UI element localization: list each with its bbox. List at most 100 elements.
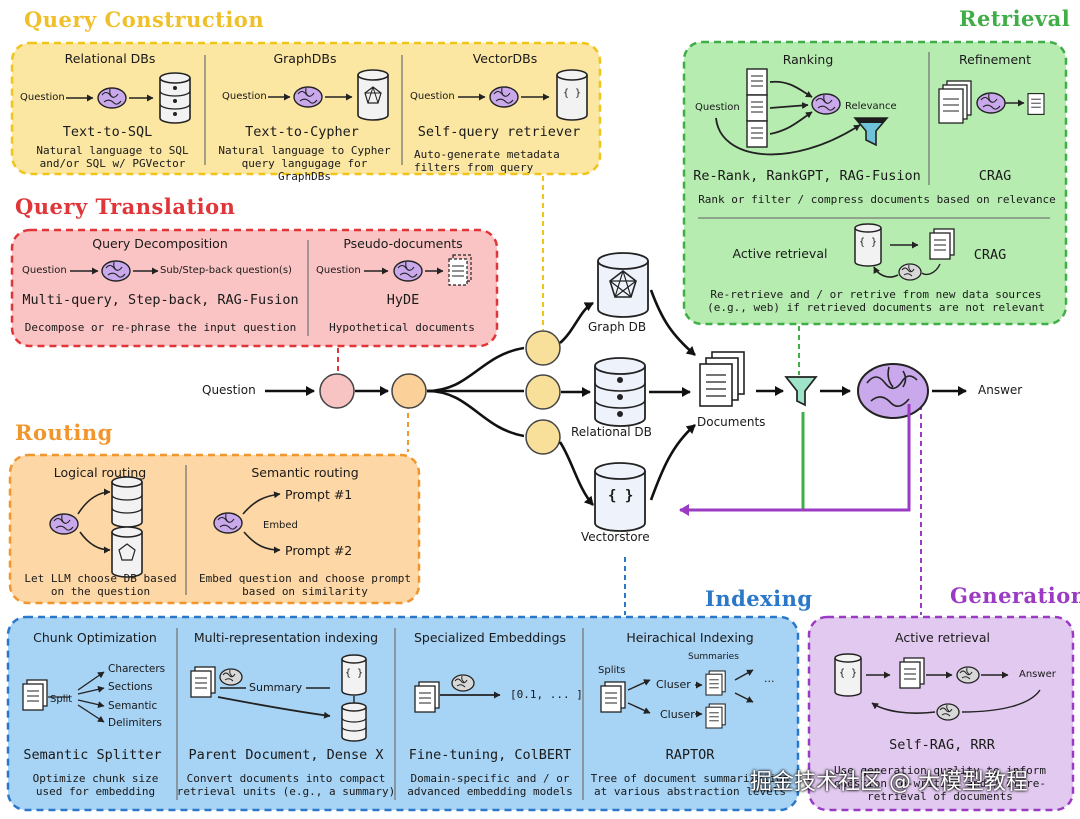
pseudo-desc: Hypothetical documents <box>329 321 475 334</box>
semantic-splitter-label: Semantic Splitter <box>23 747 162 763</box>
logical-routing-heading: Logical routing <box>53 465 147 480</box>
split-label: Split <box>50 694 73 705</box>
summary-store-symbol: { } <box>345 668 364 679</box>
multi-representation-heading: Multi-representation indexing <box>193 630 379 645</box>
generation-answer-label: Answer <box>1019 669 1056 680</box>
cluster-1-label: Cluser <box>656 678 691 691</box>
special-desc: Domain-specific and / or advanced embedd… <box>407 772 573 798</box>
graphdbs-heading: GraphDBs <box>273 51 337 66</box>
indexing-title: Indexing <box>705 586 813 611</box>
chunk-optimization-heading: Chunk Optimization <box>33 630 157 645</box>
relevance-label: Relevance <box>845 101 897 112</box>
indexing-box <box>6 615 800 812</box>
summaries-label: Summaries <box>688 652 739 662</box>
relational-question-label: Question <box>20 92 65 103</box>
generation-db-icon <box>834 653 862 697</box>
vectorstore-label: Vectorstore <box>581 530 650 544</box>
relevance-filter-icon <box>853 117 889 147</box>
active-crag-label: CRAG <box>973 247 1007 263</box>
graph-question-label: Question <box>222 91 267 102</box>
hier-ellipsis: ... <box>764 672 775 685</box>
refinement-crag-label: CRAG <box>978 168 1012 184</box>
chunk-item-delimiters: Delimiters <box>108 717 162 729</box>
graph-db-icon <box>597 252 649 318</box>
sql-db-icon <box>159 72 191 124</box>
chunk-item-sections: Sections <box>108 681 153 693</box>
raptor-label: RAPTOR <box>665 747 715 763</box>
generation-title: Generation <box>950 583 1080 608</box>
pseudo-question-label: Question <box>316 265 361 276</box>
generation-active-heading: Active retrieval <box>895 630 990 645</box>
construction-node-vector <box>525 419 561 455</box>
query-decomposition-heading: Query Decomposition <box>92 236 228 251</box>
vectordbs-heading: VectorDBs <box>472 51 538 66</box>
documents-icon <box>699 351 745 407</box>
routing-node <box>391 373 427 409</box>
generation-desc: Use generation quality to inform questio… <box>834 764 1046 803</box>
parent-document-label: Parent Document, Dense X <box>188 747 384 763</box>
translation-node <box>319 373 355 409</box>
filter-icon <box>784 376 818 407</box>
documents-label: Documents <box>697 415 766 429</box>
sub-question-label: Sub/Step-back question(s) <box>160 265 292 276</box>
hyde-label: HyDE <box>386 292 420 308</box>
self-rag-label: Self-RAG, RRR <box>889 737 995 753</box>
query-translation-title: Query Translation <box>15 194 236 219</box>
decomp-question-label: Question <box>22 265 67 276</box>
vectorstore-symbol: { } <box>608 488 634 504</box>
summary-store-icon <box>341 654 367 696</box>
retrieval-shared-desc: Rank or filter / compress documents base… <box>698 193 1056 206</box>
relational-dbs-heading: Relational DBs <box>64 51 156 66</box>
specialized-embeddings-heading: Specialized Embeddings <box>413 630 567 645</box>
self-query-desc: Auto-generate metadata filters from quer… <box>414 148 560 174</box>
query-construction-box <box>10 41 602 176</box>
splits-label: Splits <box>598 665 626 676</box>
text-to-sql-desc: Natural language to SQL and/or SQL w/ PG… <box>36 144 189 170</box>
construction-node-relational <box>525 374 561 410</box>
multirep-desc: Convert documents into compact retrieval… <box>176 772 396 798</box>
graph-db-label: Graph DB <box>588 320 647 334</box>
text-to-sql-label: Text-to-SQL <box>62 124 153 140</box>
flow-question-label: Question <box>202 383 256 397</box>
active-retrieval-heading: Active retrieval <box>732 246 828 261</box>
refinement-docs-icon <box>938 80 972 124</box>
prompt-2-label: Prompt #2 <box>285 543 353 558</box>
routing-title: Routing <box>15 420 113 445</box>
doc-store-icon <box>341 702 367 742</box>
text-to-cypher-desc: Natural language to Cypher query languga… <box>218 144 391 183</box>
active-retrieval-db-icon <box>854 223 882 267</box>
summary-label: Summary <box>249 681 303 694</box>
chunk-item-semantic: Semantic <box>108 700 158 712</box>
active-retrieval-symbol: { } <box>859 237 878 248</box>
prompt-1-label: Prompt #1 <box>285 487 353 502</box>
vectorstore-icon <box>594 462 646 532</box>
relational-db-icon <box>594 357 646 427</box>
logical-routing-desc: Let LLM choose DB based on the question <box>24 572 177 598</box>
ranking-heading: Ranking <box>782 52 834 67</box>
retrieval-title: Retrieval <box>959 6 1071 31</box>
fine-tuning-label: Fine-tuning, ColBERT <box>408 747 572 763</box>
multi-query-label: Multi-query, Step-back, RAG-Fusion <box>22 292 299 308</box>
answer-label: Answer <box>978 383 1023 397</box>
semantic-routing-desc: Embed question and choose prompt based o… <box>199 572 411 598</box>
relational-db-label: Relational DB <box>571 425 652 439</box>
decomp-desc: Decompose or re-phrase the input questio… <box>24 321 297 334</box>
vectordb-symbol: { } <box>563 88 582 99</box>
generation-db-symbol: { } <box>839 668 858 679</box>
watermark: 掘金技术社区 @ 大模型教程 <box>750 770 1028 795</box>
llm-brain-icon <box>857 363 929 419</box>
hier-desc: Tree of document summarization at variou… <box>590 772 790 798</box>
routing-relational-db-icon <box>111 476 143 528</box>
routing-graph-db-icon <box>111 526 143 578</box>
pseudo-documents-heading: Pseudo-documents <box>343 236 463 251</box>
hyde-docs-icon <box>448 254 472 286</box>
construction-node-graph <box>525 330 561 366</box>
query-translation-box <box>10 228 499 348</box>
rerank-label: Re-Rank, RankGPT, RAG-Fusion <box>693 168 921 184</box>
refinement-heading: Refinement <box>959 52 1031 67</box>
active-retrieval-desc: Re-retrieve and / or retrive from new da… <box>707 288 1045 314</box>
semantic-routing-heading: Semantic routing <box>251 465 359 480</box>
embedding-vector-label: [0.1, ... ] <box>510 688 583 701</box>
cluster-2-label: Cluser <box>660 708 695 721</box>
